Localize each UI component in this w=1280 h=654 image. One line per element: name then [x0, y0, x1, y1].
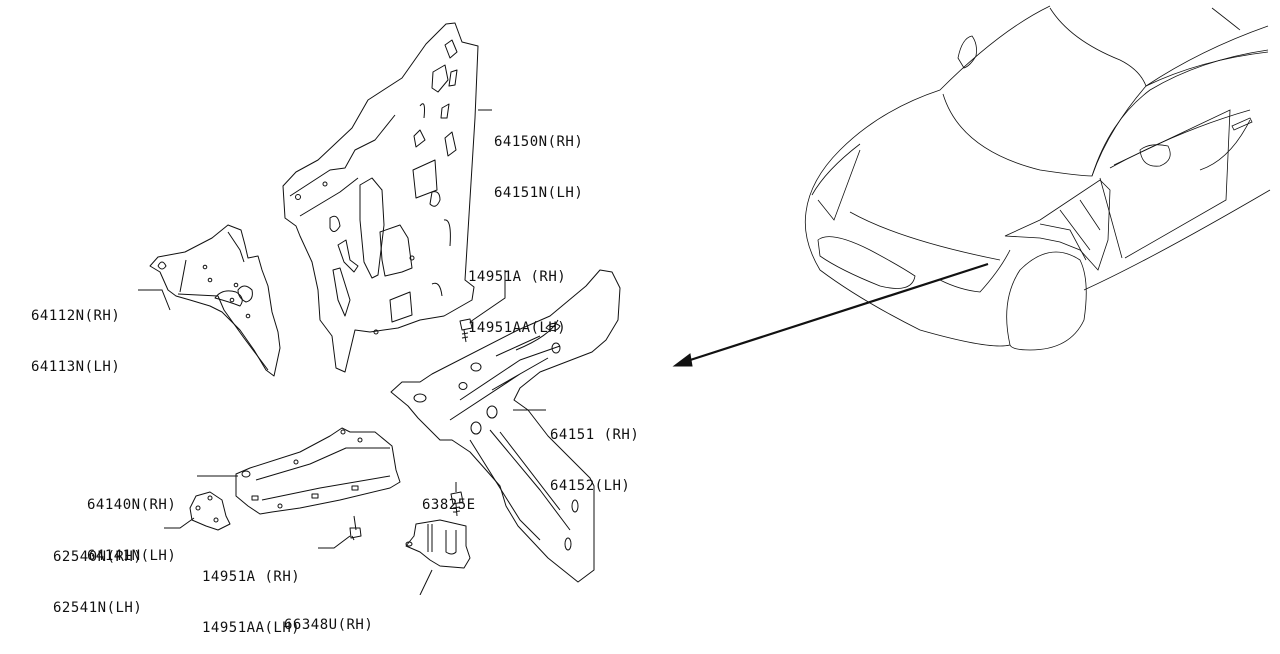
part-label-64140N: 64140N(RH) 64141N(LH): [87, 463, 176, 582]
part-label-63825E: 63825E: [422, 463, 476, 531]
part-number-lh: 64152(LH): [550, 478, 631, 494]
part-number-rh: 14951A (RH): [202, 569, 301, 585]
small-bracket-part: [189, 491, 231, 531]
part-label-64112N: 64112N(RH) 64113N(LH): [31, 274, 120, 393]
part-number-rh: 64140N(RH): [87, 497, 177, 513]
part-number-lh: 64141N(LH): [87, 548, 177, 564]
part-number-lh: 64113N(LH): [31, 359, 121, 375]
front-bracket-part: [149, 224, 281, 377]
part-number-lh: 64151N(LH): [494, 185, 584, 201]
part-number-rh: 14951A (RH): [468, 269, 567, 285]
bolt-part: [450, 491, 464, 517]
upper-pillar-panel-part: [282, 22, 479, 373]
part-number-rh: 64151 (RH): [550, 427, 640, 443]
part-label-66348U: 66348U(RH): [284, 583, 373, 651]
part-number-lh: 14951AA(LH): [468, 320, 567, 336]
hoodledge-part: [390, 269, 621, 583]
lower-reinforcement-part: [235, 427, 401, 515]
part-number-rh: 62540N(RH): [53, 549, 143, 565]
part-label-62540N: 62540N(RH) 62541N(LH): [53, 515, 142, 634]
leader-lines: [138, 109, 546, 595]
screw-upper-part: [459, 318, 473, 343]
parts-diagram: [138, 5, 1271, 595]
mount-bracket-part: [405, 519, 471, 569]
vehicle-locator-illustration: [804, 5, 1271, 351]
part-number-rh: 64112N(RH): [31, 308, 121, 324]
part-number: 63825E: [422, 497, 476, 513]
part-number-rh: 64150N(RH): [494, 134, 584, 150]
part-label-14951A-upper: 14951A (RH) 14951AA(LH): [468, 235, 566, 354]
screw-lower-part: [349, 515, 362, 541]
part-number-lh: 62541N(LH): [53, 600, 143, 616]
locator-pointer-arrow: [672, 262, 989, 367]
part-number-rh: 66348U(RH): [284, 617, 374, 633]
part-label-64151: 64151 (RH) 64152(LH): [550, 393, 639, 512]
part-label-64150N: 64150N(RH) 64151N(LH): [494, 100, 583, 219]
